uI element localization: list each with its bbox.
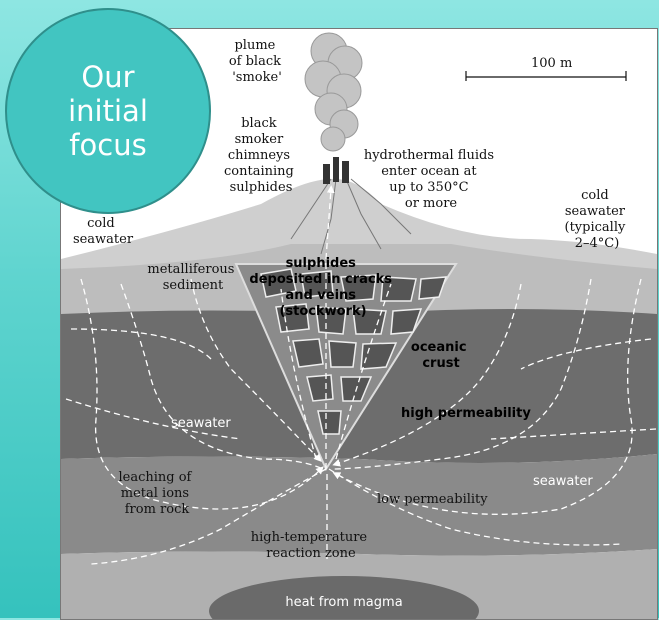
label-plume: plume of black 'smoke'	[229, 38, 285, 85]
label-heat-from-magma: heat from magma	[285, 595, 402, 610]
black-smoker-chimneys	[323, 157, 349, 184]
label-cold-seawater-right: cold seawater (typically 2–4°C)	[565, 188, 630, 251]
label-high-permeability: high permeability	[401, 406, 531, 421]
label-scale-bar: 100 m	[531, 56, 572, 71]
label-cold-seawater-left: cold seawater	[73, 216, 134, 247]
scale-bar	[466, 71, 626, 81]
smoke-plume	[305, 33, 362, 151]
label-leaching: leaching of metal ions from rock	[118, 470, 195, 517]
badge-text: Our initial focus	[28, 60, 188, 162]
label-reaction-zone: high-temperature reaction zone	[251, 530, 372, 561]
label-chimneys: black smoker chimneys containing sulphid…	[224, 116, 298, 195]
label-seawater-right: seawater	[533, 474, 593, 489]
initial-focus-badge: Our initial focus	[5, 8, 211, 214]
label-hydrothermal-fluids: hydrothermal fluids enter ocean at up to…	[364, 148, 498, 211]
label-seawater-left: seawater	[171, 416, 231, 431]
label-low-permeability: low permeability	[377, 492, 488, 507]
